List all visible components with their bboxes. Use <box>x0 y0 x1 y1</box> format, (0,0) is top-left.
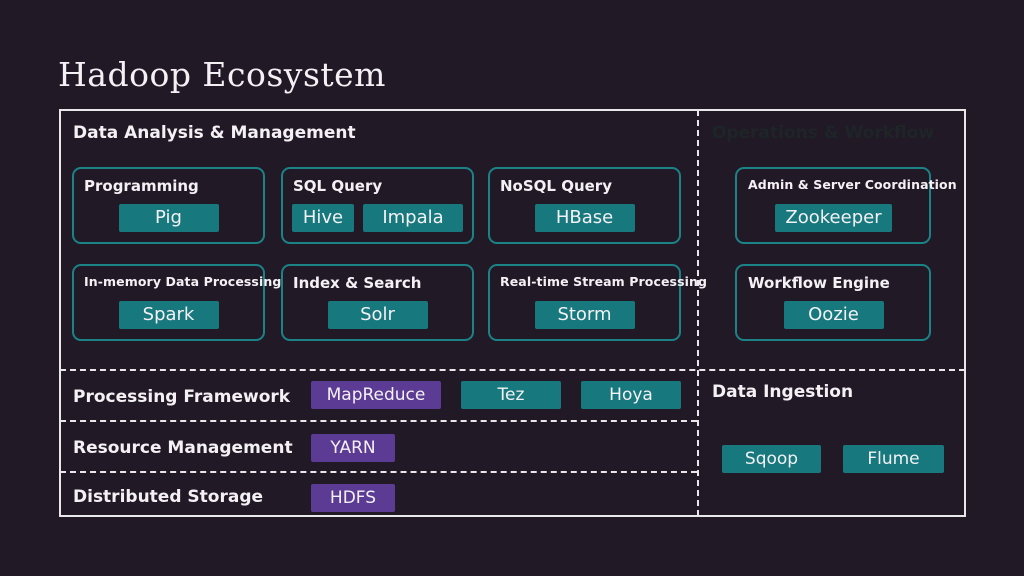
card-label: Real-time Stream Processing <box>500 274 669 289</box>
chip-row: Hive Impala <box>293 204 462 232</box>
section-title-data-ingestion: Data Ingestion <box>712 382 853 402</box>
chip-strip-processing-framework: MapReduce Tez Hoya <box>311 381 681 409</box>
chip-impala: Impala <box>363 204 463 232</box>
card-realtime-stream-processing: Real-time Stream Processing Storm <box>488 264 681 341</box>
layer-label-processing-framework: Processing Framework <box>73 387 290 407</box>
chip-spark: Spark <box>119 301 219 329</box>
chip-tez: Tez <box>461 381 561 409</box>
chip-strip-resource-management: YARN <box>311 434 395 462</box>
horizontal-dashed-divider-bottom <box>60 471 697 473</box>
chip-sqoop: Sqoop <box>722 445 821 473</box>
card-sql-query: SQL Query Hive Impala <box>281 167 474 244</box>
chip-row: Spark <box>84 301 253 329</box>
chip-hive: Hive <box>292 204 354 232</box>
vertical-dashed-divider <box>697 110 699 516</box>
card-label: Workflow Engine <box>748 274 919 292</box>
card-label: NoSQL Query <box>500 177 669 195</box>
card-workflow-engine: Workflow Engine Oozie <box>735 264 931 341</box>
chip-mapreduce: MapReduce <box>311 381 441 409</box>
chip-pig: Pig <box>119 204 219 232</box>
layer-label-distributed-storage: Distributed Storage <box>73 487 263 507</box>
page-title: Hadoop Ecosystem <box>58 55 386 94</box>
chip-row: Storm <box>500 301 669 329</box>
chip-strip-data-ingestion: Sqoop Flume <box>722 445 944 473</box>
card-label: Programming <box>84 177 253 195</box>
card-label: SQL Query <box>293 177 462 195</box>
card-admin-server-coordination: Admin & Server Coordination Zookeeper <box>735 167 931 244</box>
horizontal-dashed-divider-middle <box>60 420 697 422</box>
horizontal-dashed-divider-top <box>60 369 965 371</box>
card-label: In-memory Data Processing <box>84 274 253 289</box>
chip-flume: Flume <box>843 445 944 473</box>
chip-row: HBase <box>500 204 669 232</box>
chip-zookeeper: Zookeeper <box>775 204 891 232</box>
chip-hdfs: HDFS <box>311 484 395 512</box>
chip-oozie: Oozie <box>784 301 884 329</box>
section-title-operations-workflow: Operations & Workflow <box>712 123 934 143</box>
chip-solr: Solr <box>328 301 428 329</box>
card-in-memory-data-processing: In-memory Data Processing Spark <box>72 264 265 341</box>
chip-row: Solr <box>293 301 462 329</box>
layer-label-resource-management: Resource Management <box>73 438 293 458</box>
chip-hbase: HBase <box>535 204 635 232</box>
section-title-data-analysis: Data Analysis & Management <box>73 123 356 143</box>
chip-hoya: Hoya <box>581 381 681 409</box>
card-index-search: Index & Search Solr <box>281 264 474 341</box>
chip-yarn: YARN <box>311 434 395 462</box>
card-label: Index & Search <box>293 274 462 292</box>
chip-storm: Storm <box>535 301 635 329</box>
card-label: Admin & Server Coordination <box>748 177 919 192</box>
chip-strip-distributed-storage: HDFS <box>311 484 395 512</box>
chip-row: Oozie <box>748 301 919 329</box>
chip-row: Zookeeper <box>748 204 919 232</box>
chip-row: Pig <box>84 204 253 232</box>
card-programming: Programming Pig <box>72 167 265 244</box>
card-nosql-query: NoSQL Query HBase <box>488 167 681 244</box>
